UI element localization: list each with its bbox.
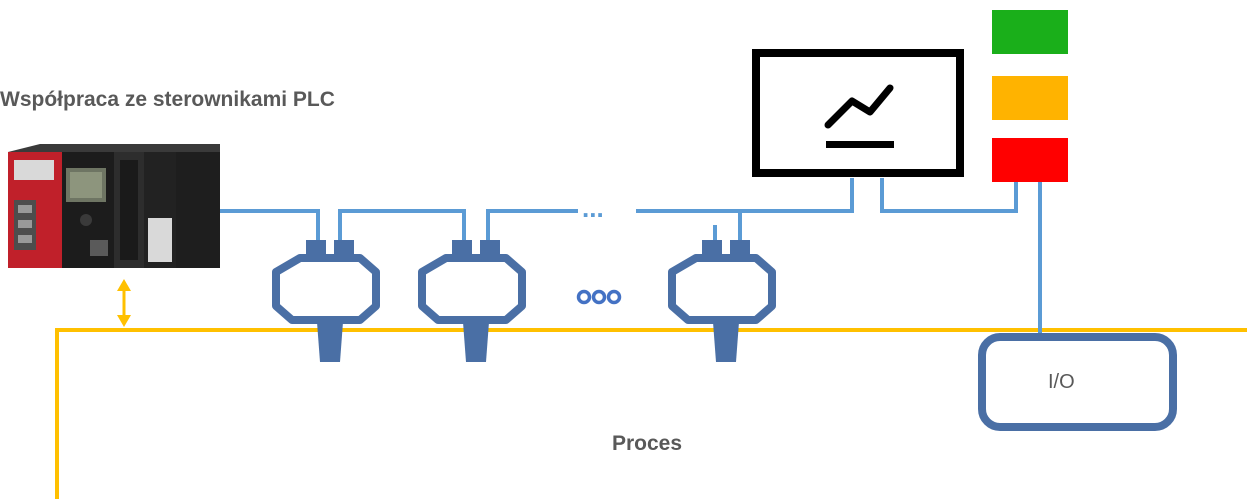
network-ellipsis-text: ... — [582, 193, 604, 223]
status-signal-light-icon — [992, 10, 1068, 182]
io-module — [978, 333, 1177, 431]
status-light-yellow — [992, 76, 1068, 120]
ellipsis-circles-icon — [576, 289, 622, 305]
plc-process-arrow — [117, 279, 131, 327]
diagram-title: Współpraca ze sterownikami PLC — [0, 88, 335, 111]
hmi-monitor-trend-icon — [752, 49, 964, 177]
plc-controller-icon — [8, 144, 220, 268]
network-ellipsis: ... — [582, 193, 604, 223]
process-boundary — [55, 328, 1247, 499]
network-links — [220, 178, 1042, 333]
io-module-label: I/O — [1048, 371, 1075, 393]
status-light-red — [992, 138, 1068, 182]
sensor-1 — [272, 240, 380, 362]
sensor-2 — [418, 240, 526, 362]
process-label: Proces — [612, 432, 683, 455]
status-light-green — [992, 10, 1068, 54]
sensor-3 — [668, 240, 776, 362]
process-boundary-line — [55, 328, 1247, 499]
